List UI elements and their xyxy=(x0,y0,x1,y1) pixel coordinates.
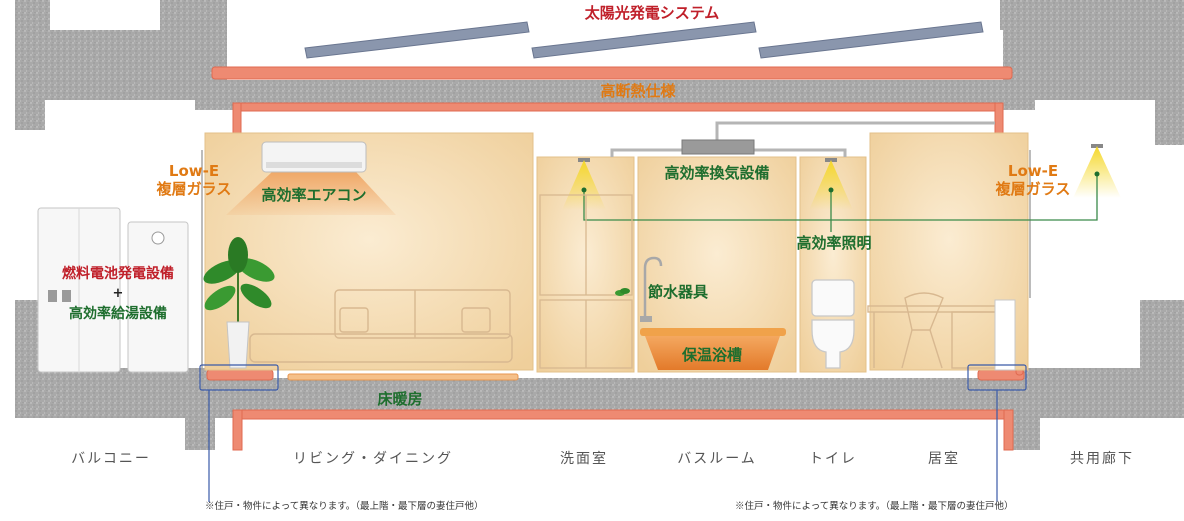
note-left: ※住戸・物件によって異なります。（最上階・最下層の妻住戸他） xyxy=(205,501,484,512)
fuel-cell-unit xyxy=(37,207,121,373)
shower-faucet xyxy=(643,256,663,320)
potted-plant xyxy=(203,237,275,369)
vanity-plant xyxy=(615,288,630,296)
ventilation-unit xyxy=(681,139,755,155)
room-washroom: 洗面室 xyxy=(560,451,608,467)
living-room xyxy=(204,132,534,371)
bathtub-label: 保温浴槽 xyxy=(681,346,743,364)
ventilation-label: 高効率換気設備 xyxy=(664,164,770,182)
insulation-layers xyxy=(206,66,1025,451)
vanity-unit xyxy=(539,194,633,369)
lowe-left-label-line1: Low-E xyxy=(168,162,220,180)
lowe-right-label-line2: 複層ガラス xyxy=(995,180,1071,198)
aircon-label: 高効率エアコン xyxy=(261,186,367,204)
air-conditioner xyxy=(226,141,396,215)
room-toilet: トイレ xyxy=(809,451,857,467)
floor-heating-panel xyxy=(287,373,519,381)
room-bedroom: 居室 xyxy=(928,451,960,467)
solar-panels xyxy=(304,21,984,59)
insulation-label: 高断熱仕様 xyxy=(600,82,676,100)
solar-label: 太陽光発電システム xyxy=(584,4,720,22)
concrete-structure xyxy=(15,0,1184,450)
room-common-corridor: 共用廊下 xyxy=(1070,451,1134,467)
room-balcony: バルコニー xyxy=(71,451,151,467)
lighting-callout-dots xyxy=(581,171,1100,193)
water-saving-label: 節水器具 xyxy=(648,283,709,301)
room-bathroom: バスルーム xyxy=(677,451,757,467)
faucet-handle xyxy=(640,316,652,322)
lowe-left-label-line2: 複層ガラス xyxy=(156,180,232,198)
plus-label: + xyxy=(112,286,124,301)
water-heater-label: 高効率給湯設備 xyxy=(69,306,167,322)
note-right: ※住戸・物件によって異なります。（最上階・最下層の妻住戸他） xyxy=(735,501,1014,512)
bathtub xyxy=(640,328,786,370)
note-callouts xyxy=(199,364,1027,502)
bedroom-door xyxy=(994,299,1016,371)
water-heater-unit xyxy=(127,221,189,373)
fuel-cell-label: 燃料電池発電設備 xyxy=(62,266,174,282)
lowe-right-label-line1: Low-E xyxy=(1007,162,1059,180)
lighting-callout-lines xyxy=(583,174,1098,232)
room-living-dining: リビング・ダイニング xyxy=(293,451,453,467)
sofa xyxy=(249,289,513,363)
toilet-fixture xyxy=(811,279,855,369)
lighting-label: 高効率照明 xyxy=(796,234,872,252)
floor-heating-label: 床暖房 xyxy=(377,390,423,408)
